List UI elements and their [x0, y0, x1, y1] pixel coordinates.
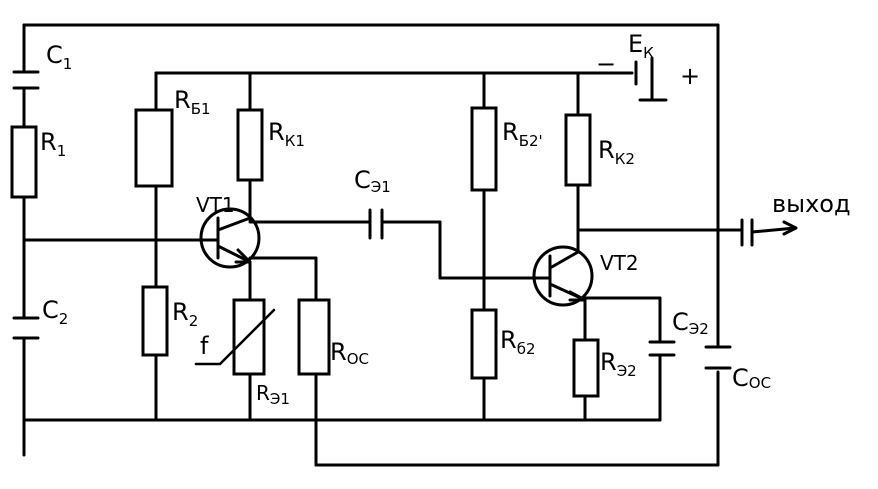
label-roc: RОС	[330, 338, 369, 368]
thermistor-mark	[194, 308, 276, 366]
vt2-transistor	[532, 245, 594, 307]
label-re1: RЭ1	[256, 381, 290, 408]
rb1-resistor	[134, 108, 174, 188]
label-coc: CОС	[732, 364, 771, 392]
label-re2: RЭ2	[600, 348, 637, 380]
label-plus: +	[680, 62, 700, 90]
stage2-emitter	[572, 296, 676, 422]
coc-capacitor	[704, 345, 732, 370]
coupling-cap-wire	[248, 208, 542, 280]
rk2-resistor	[564, 113, 592, 187]
label-rk1: RК1	[268, 118, 305, 150]
label-vt1: VT1	[196, 193, 235, 217]
rk2-branch	[564, 113, 592, 254]
left-branch	[10, 23, 40, 457]
re2-resistor	[572, 338, 600, 398]
label-f: f	[200, 332, 209, 360]
label-r2: R2	[172, 298, 198, 330]
re1-thermistor	[232, 298, 266, 376]
label-c1: C1	[46, 41, 72, 73]
r2-resistor	[141, 285, 169, 357]
rk1-branch	[236, 108, 264, 222]
r1-resistor	[10, 125, 38, 199]
stage2-bias-divider	[470, 106, 498, 422]
rb2-resistor	[470, 106, 498, 192]
label-rb2: RБ2'	[502, 118, 543, 150]
label-minus: −	[596, 50, 616, 78]
outer-frame-wires	[22, 23, 720, 467]
label-rk2: RК2	[598, 136, 635, 168]
label-rb1: RБ1	[174, 86, 211, 118]
roc-resistor	[297, 298, 331, 376]
label-rb2-low: Rб2	[500, 326, 535, 358]
label-ce2: CЭ2	[672, 308, 709, 338]
label-vt2: VT2	[600, 251, 639, 275]
supply-rail	[154, 56, 668, 117]
label-c2: C2	[42, 296, 68, 328]
output-wire	[576, 218, 798, 247]
rk1-resistor	[236, 108, 264, 182]
label-r1: R1	[40, 128, 66, 160]
stage1-emitter	[194, 256, 331, 422]
label-ek: EК	[628, 30, 654, 62]
vt1-transistor	[198, 207, 261, 302]
component-labels: C1 R1 C2 RБ1 RК1 R2 VT1 f RЭ1 RОС CЭ1 RБ…	[40, 30, 851, 408]
stage1-bias-divider	[134, 108, 174, 422]
label-output: выход	[772, 190, 851, 218]
label-ce1: CЭ1	[354, 166, 391, 196]
rb2-low-resistor	[470, 308, 498, 380]
